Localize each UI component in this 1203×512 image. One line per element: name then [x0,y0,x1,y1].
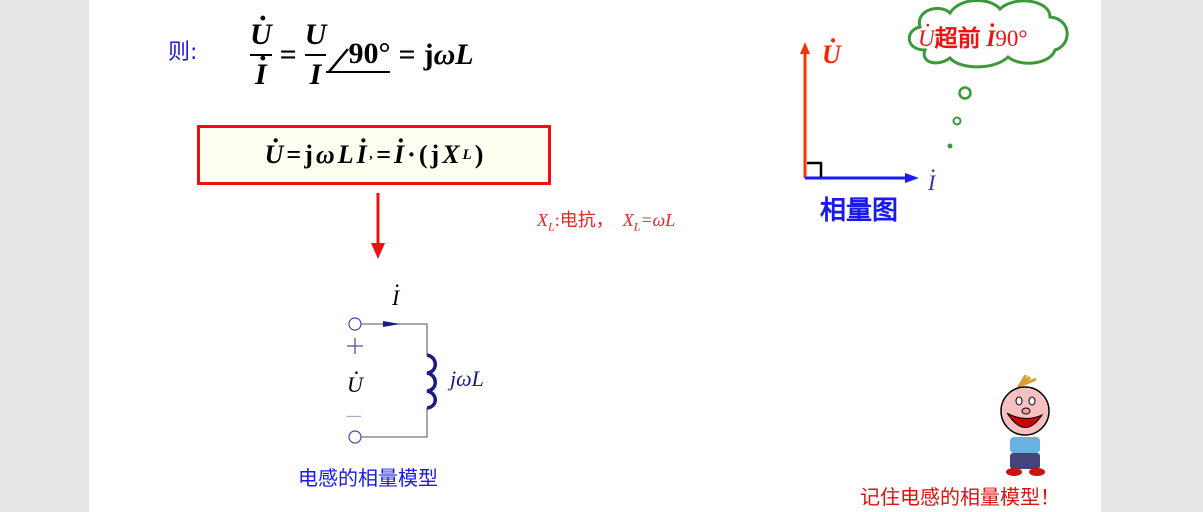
I-magnitude: I [309,58,322,91]
angle: 90° [326,37,391,73]
L: L [337,140,354,169]
X: X [442,140,460,169]
thought-text: U超前 I90° [918,19,1028,53]
I: I [986,26,995,52]
equals: = [398,38,416,71]
omega: ω [315,140,335,169]
I-phasor: I [357,140,367,170]
I-phasor: I [394,140,404,170]
multiply: · [407,140,416,169]
cartoon-boy-icon [1000,375,1050,476]
sub: L [548,219,555,234]
reactance-formula: =ωL [640,210,676,230]
j: j [430,140,440,169]
j: j [304,140,313,169]
current-label: I [392,285,399,311]
circuit-caption: 电感的相量模型 [298,466,438,490]
minus-sign: — [346,406,362,425]
reactance-note: XL:电抗， XL=ωL [537,206,675,235]
paren: ) [474,140,484,169]
equals: = [286,140,302,169]
I-phasor-label: I [928,170,935,196]
voltage-label: U [347,372,363,398]
XL: X [622,210,634,230]
leads-text: 超前 [934,26,981,51]
j: j [423,38,434,71]
angle: 90° [995,26,1028,51]
I-phasor: I [255,58,267,92]
I: I [392,285,399,311]
subscript: L [462,146,472,163]
intro-label: 则: [168,40,198,65]
omega: ω [433,38,456,71]
boxed-equation: U = j ω L I , = I · ( j XL ) [197,125,551,185]
U-magnitude: U [304,18,327,51]
down-arrow-icon [371,193,385,259]
U-phasor-label: U [822,40,841,70]
phasor-diagram [800,42,919,183]
XL: X [537,210,548,230]
reactance-label: :电抗， [554,210,614,230]
I: I [928,170,935,196]
U-phasor: U [265,140,284,170]
comma: , [369,147,374,162]
slide [89,0,1101,512]
L: L [455,38,474,71]
U: U [347,372,363,398]
U: U [918,26,935,52]
equals: = [376,140,392,169]
paren: ( [418,140,428,169]
sub: L [633,219,641,234]
equals: = [279,38,297,71]
reminder-text: 记住电感的相量模型！ [860,485,1060,509]
U: U [822,40,841,70]
angle-value: 90° [348,37,391,70]
phasor-diagram-title: 相量图 [820,196,899,226]
impedance-label: jωL [450,366,484,391]
inductor-circuit [347,317,437,444]
impedance-equation: UI = UI 90° = jωL [250,18,474,92]
thought-bubbles-icon [947,86,972,149]
